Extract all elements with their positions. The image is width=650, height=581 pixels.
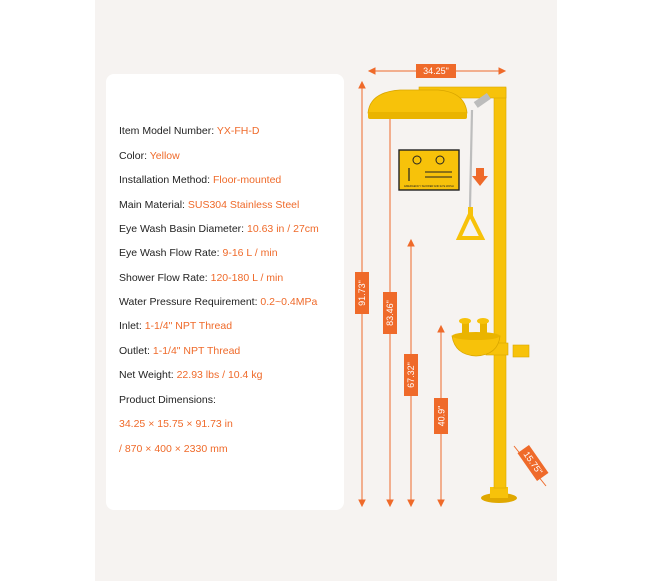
warning-sign bbox=[398, 149, 460, 191]
spec-dimensions-in: 34.25 × 15.75 × 91.73 in bbox=[119, 418, 233, 430]
width-tag: 34.25" bbox=[416, 64, 456, 78]
shower-head-rim bbox=[368, 112, 467, 119]
spec-outlet: Outlet: 1-1/4" NPT Thread bbox=[119, 345, 241, 357]
eyewash-nozzle-left bbox=[462, 321, 469, 333]
eyewash-nozzle-right bbox=[480, 321, 487, 333]
spec-card bbox=[106, 74, 344, 510]
spec-basin-diameter: Eye Wash Basin Diameter: 10.63 in / 27cm bbox=[119, 223, 319, 235]
shower-head bbox=[367, 89, 468, 114]
pull-rod bbox=[468, 109, 474, 208]
pull-down-arrow bbox=[472, 168, 488, 186]
spec-installation: Installation Method: Floor-mounted bbox=[119, 174, 282, 186]
spec-inlet: Inlet: 1-1/4" NPT Thread bbox=[119, 320, 233, 332]
eyewash-push-handle bbox=[512, 344, 530, 358]
spec-eyewash-flow: Eye Wash Flow Rate: 9-16 L / min bbox=[119, 247, 278, 259]
height-total-tag: 91.73" bbox=[355, 272, 369, 314]
height-pull-tag: 67.32" bbox=[404, 354, 418, 396]
spec-dimensions-label: Product Dimensions: bbox=[119, 394, 216, 406]
spec-shower-flow: Shower Flow Rate: 120-180 L / min bbox=[119, 272, 284, 284]
spec-model: Item Model Number: YX-FH-D bbox=[119, 125, 260, 137]
eyewash-basin bbox=[451, 335, 501, 357]
spec-pressure: Water Pressure Requirement: 0.2~0.4MPa bbox=[119, 296, 318, 308]
spec-color: Color: Yellow bbox=[119, 150, 180, 162]
height-basin-tag: 40.9" bbox=[434, 398, 448, 434]
spec-material: Main Material: SUS304 Stainless Steel bbox=[119, 199, 300, 211]
main-pipe bbox=[493, 87, 507, 489]
pull-handle bbox=[455, 209, 486, 240]
spec-dimensions-mm: / 870 × 400 × 2330 mm bbox=[119, 443, 228, 455]
height-shower-tag: 83.46" bbox=[383, 292, 397, 334]
warning-sign-text: EMERGENCY SHOWER AND EYE WASH bbox=[404, 184, 454, 188]
spec-weight: Net Weight: 22.93 lbs / 10.4 kg bbox=[119, 369, 263, 381]
